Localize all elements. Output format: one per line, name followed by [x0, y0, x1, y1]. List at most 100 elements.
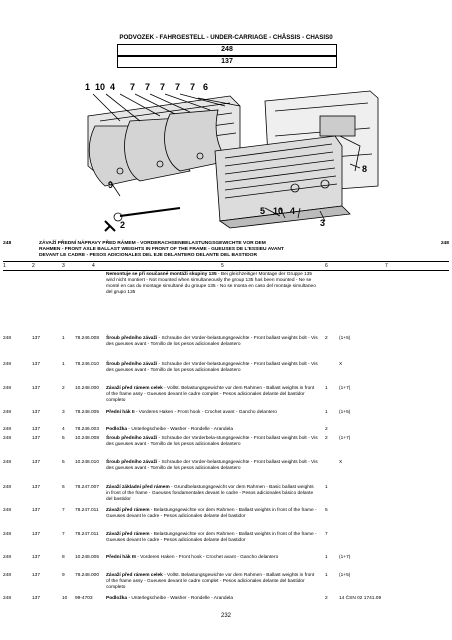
group-code: 248: [117, 44, 337, 56]
description-cell: Šroub předního závaží - Schraube der Vor…: [106, 436, 318, 448]
part-number-cell: 78.248.005: [75, 410, 100, 415]
part-number-cell: 78.247.011: [75, 508, 99, 513]
part-number-cell: 10.248.005: [75, 555, 100, 560]
callout-7d: 7: [175, 82, 180, 92]
group-cell: 248: [3, 460, 12, 465]
description-cell: Závaží před rámem celek - Vollst. Belast…: [106, 386, 318, 404]
quantity-cell: 1: [325, 573, 328, 578]
quantity-cell: 1: [325, 386, 328, 391]
subgroup-cell: 137: [32, 555, 41, 560]
group-cell: 248: [3, 555, 12, 560]
note-cell: (1+7): [339, 555, 351, 560]
section-title-line: RAHMEN - FRONT AXLE BALLAST WEIGHTS IN F…: [39, 247, 284, 252]
description-rest: - Grundbelastungsgewicht vor dem Rahmen …: [106, 485, 314, 502]
note-cell: X: [339, 460, 343, 465]
exploded-weights-left: [87, 95, 241, 187]
description-bold: Závaží základní před rámem: [106, 485, 170, 490]
part-number-cell: 78.247.007: [75, 485, 100, 490]
group-cell: 248: [3, 485, 12, 490]
callout-3: 3: [320, 218, 325, 228]
quantity-cell: 5: [325, 508, 328, 513]
description-bold: Šroub předního závaží: [106, 362, 158, 367]
subgroup-cell: 137: [32, 436, 41, 441]
assembled-weight-pack: [214, 135, 351, 229]
description-cell: Závaží před rámem - Belastungsgewichte v…: [106, 508, 318, 520]
quantity-cell: 2: [325, 596, 328, 601]
note-cell: 14 ČSN 02 1741.09: [339, 596, 382, 601]
callout-8: 8: [362, 164, 367, 174]
description-cell: Podložka - Unterlegscheibe - Washer - Ro…: [106, 427, 318, 433]
callout-6: 6: [203, 82, 208, 92]
position-cell: 1: [62, 336, 65, 341]
page-number: 232: [220, 613, 231, 619]
description-rest: - Vorderes Haken - Front hook - Crochet …: [134, 410, 277, 415]
position-cell: 9: [62, 573, 65, 578]
description-bold: Šroub předního závaží: [106, 436, 158, 441]
section-number-left: 248: [3, 241, 12, 246]
quantity-cell: 1: [325, 555, 328, 560]
description-rest: - Schraube der Vorderbela-stungsgewichte…: [106, 436, 318, 447]
col-4: 4: [92, 263, 95, 269]
position-cell: 4: [62, 427, 65, 432]
description-cell: Šroub předního závaží - Schraube der Vor…: [106, 460, 318, 472]
description-bold: Závaží před rámem: [106, 508, 150, 513]
description-cell: Závaží základní před rámem - Grundbelast…: [106, 485, 318, 503]
col-5: 5: [221, 263, 224, 269]
page-header: PODVOZEK - FAHRGESTELL - UNDER-CARRIAGE …: [119, 34, 333, 41]
part-number-cell: 78.246.003: [75, 427, 100, 432]
position-cell: 7: [62, 508, 65, 513]
description-cell: Šroub předního závaží - Schraube der Vor…: [106, 336, 318, 348]
callout-7b: 7: [145, 82, 150, 92]
description-cell: Podložka - Unterlegscheibe - Washer - Ro…: [106, 596, 318, 602]
section-number-right: 248: [440, 241, 449, 246]
col-7: 7: [385, 263, 388, 269]
section-title-line: ZÁVAŽÍ PŘEDNÍ NÁPRAVY PŘED RÁMEM - VORDE…: [39, 241, 266, 246]
note-cell: (1+5): [339, 573, 351, 578]
description-bold: Závaží před rámem celek: [106, 386, 163, 391]
note-bold: Nemontuje se při současné montáži skupin…: [106, 272, 217, 277]
description-rest: - Unterlegscheibe - Washer - Rondelle - …: [127, 427, 233, 432]
subgroup-cell: 137: [32, 596, 41, 601]
note-cell: (1+5): [339, 410, 351, 415]
col-2: 2: [32, 263, 35, 269]
group-cell: 248: [3, 410, 12, 415]
section-title-line: DEVANT LE CADRE - PESOS ADICIONALES DEL …: [39, 253, 258, 258]
position-cell: 5: [62, 436, 65, 441]
callout-1: 1: [85, 82, 90, 92]
position-cell: 6: [62, 485, 65, 490]
callout-4b: 4: [290, 206, 295, 216]
section-heading: 248 ZÁVAŽÍ PŘEDNÍ NÁPRAVY PŘED RÁMEM - V…: [3, 241, 449, 259]
description-cell: Šroub předního závaží - Schraube der Vor…: [106, 362, 318, 374]
position-cell: 2: [62, 386, 65, 391]
group-cell: 248: [3, 436, 12, 441]
quantity-cell: 1: [325, 485, 328, 490]
position-cell: 7: [62, 532, 65, 537]
note-cell: (1+7): [339, 436, 351, 441]
callout-9: 9: [108, 180, 113, 190]
description-bold: Přední hák II: [106, 410, 135, 415]
subgroup-cell: 137: [32, 427, 41, 432]
position-cell: 10: [62, 596, 68, 601]
part-number-cell: 78.246.008: [75, 336, 100, 341]
description-cell: Přední hák III - Vorderes Haken - Front …: [106, 555, 318, 561]
callout-10: 10: [95, 82, 105, 92]
part-number-cell: 10.248.010: [75, 460, 100, 465]
description-rest: - Schraube der Vorder-belastungsgewichte…: [106, 460, 318, 471]
group-cell: 248: [3, 386, 12, 391]
exploded-view-figure: 1 10 4 7 7 7 7 7 6 9 2 5 10 4 3 8: [85, 82, 379, 232]
description-rest: - Belastungsgewichte vor dem Rahmen - Ba…: [106, 532, 317, 543]
quantity-cell: 2: [325, 336, 328, 341]
callout-7a: 7: [130, 82, 135, 92]
section-title: ZÁVAŽÍ PŘEDNÍ NÁPRAVY PŘED RÁMEM - VORDE…: [39, 241, 369, 259]
col-6: 6: [325, 263, 328, 269]
part-number-cell: 78.246.010: [75, 362, 100, 367]
group-cell: 248: [3, 573, 12, 578]
description-cell: Závaží před rámem - Belastungsgewichte v…: [106, 532, 318, 544]
subgroup-cell: 137: [32, 532, 41, 537]
subgroup-cell: 137: [32, 362, 41, 367]
description-rest: - Schraube der Vorder-belastungsgewichte…: [106, 362, 318, 373]
description-bold: Podložka: [106, 596, 128, 601]
description-bold: Přední hák III: [106, 555, 136, 560]
group-cell: 248: [3, 362, 12, 367]
quantity-cell: 7: [325, 532, 328, 537]
